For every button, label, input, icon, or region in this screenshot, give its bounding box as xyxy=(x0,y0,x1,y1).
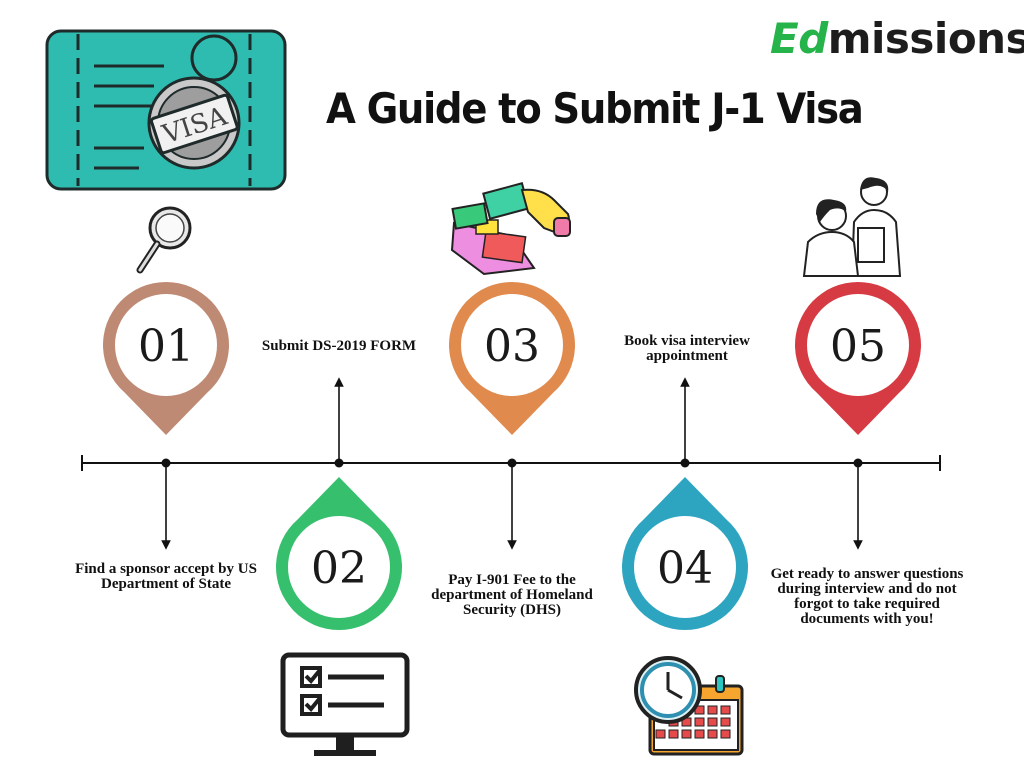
step-4-pin-center xyxy=(634,516,736,618)
step-5-text: Get ready to answer questions during int… xyxy=(770,566,964,627)
step-2-pin-center xyxy=(288,516,390,618)
step-3-pin-center xyxy=(461,294,563,396)
step-4-number: 04 xyxy=(657,543,713,594)
page-title: A Guide to Submit J-1 Visa xyxy=(326,84,864,133)
step-4-text: Book visa interview appointment xyxy=(624,333,750,364)
logo-prefix: Ed xyxy=(770,14,828,63)
checklist-monitor-icon xyxy=(280,652,410,756)
interview-people-icon xyxy=(802,177,902,277)
step-1-number: 01 xyxy=(138,321,194,372)
visa-card-icon: VISA xyxy=(45,29,287,191)
step-2-text: Submit DS-2019 FORM xyxy=(261,338,417,354)
brand-logo: Edmissions xyxy=(770,14,1024,63)
step-5-number: 05 xyxy=(830,321,886,372)
step-1-text: Find a sponsor accept by US Department o… xyxy=(75,561,257,592)
logo-suffix: missions xyxy=(827,14,1024,63)
step-2-number: 02 xyxy=(311,543,367,594)
step-3-text: Pay I-901 Fee to the department of Homel… xyxy=(431,572,593,618)
step-3-number: 03 xyxy=(484,321,540,372)
magnifier-icon xyxy=(136,206,192,274)
clock-calendar-icon xyxy=(634,656,744,756)
step-1-pin-center xyxy=(115,294,217,396)
card-payment-icon xyxy=(450,182,571,276)
step-5-pin-center xyxy=(807,294,909,396)
